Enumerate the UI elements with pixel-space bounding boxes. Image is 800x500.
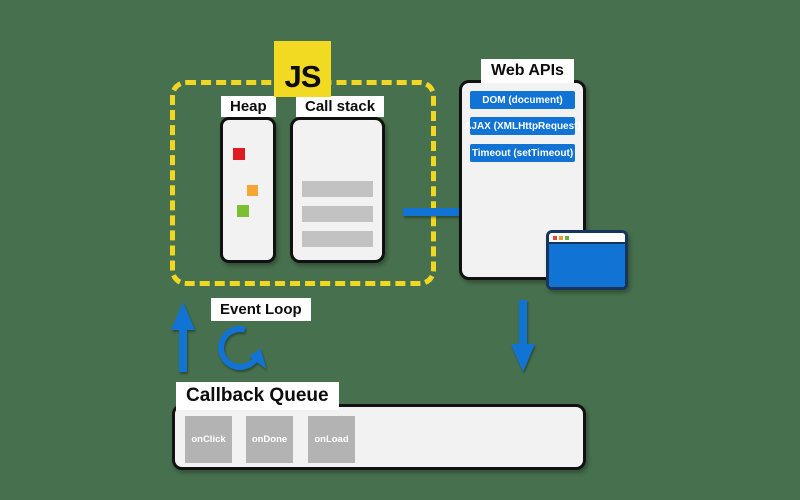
web-apis-container <box>459 80 586 280</box>
call-stack-label: Call stack <box>296 96 385 117</box>
web-apis-label: Web APIs <box>481 59 574 83</box>
browser-viewport <box>549 244 625 287</box>
stack-frame <box>302 231 373 247</box>
event-loop-cycle-icon <box>218 326 267 370</box>
window-maximize-dot-icon <box>565 235 569 240</box>
callback-item-onclick: onClick <box>185 416 232 463</box>
web-api-dom-button: DOM (document) <box>470 91 575 109</box>
heap-label: Heap <box>221 96 276 117</box>
callback-queue-label: Callback Queue <box>176 382 339 410</box>
heap-object-red <box>233 148 245 160</box>
arrow-webapis-to-queue-icon <box>511 300 535 372</box>
browser-titlebar <box>549 233 625 244</box>
heap-object-green <box>237 205 249 217</box>
callback-item-ondone: onDone <box>246 416 293 463</box>
callback-queue-container <box>172 404 586 470</box>
js-logo-text: JS <box>284 59 322 94</box>
heap-container <box>220 117 276 263</box>
callback-item-onload: onLoad <box>308 416 355 463</box>
stack-frame <box>302 181 373 197</box>
web-api-timeout-button: Timeout (setTimeout) <box>470 144 575 162</box>
js-logo: JS <box>274 41 331 97</box>
stack-frame <box>302 206 373 222</box>
window-minimize-dot-icon <box>559 235 563 240</box>
web-api-ajax-button: AJAX (XMLHttpRequest) <box>464 117 581 135</box>
event-loop-label: Event Loop <box>211 298 311 321</box>
browser-window-icon <box>546 230 628 290</box>
window-close-dot-icon <box>553 235 557 240</box>
heap-object-orange <box>247 185 258 196</box>
arrow-queue-to-stack-icon <box>171 302 195 372</box>
